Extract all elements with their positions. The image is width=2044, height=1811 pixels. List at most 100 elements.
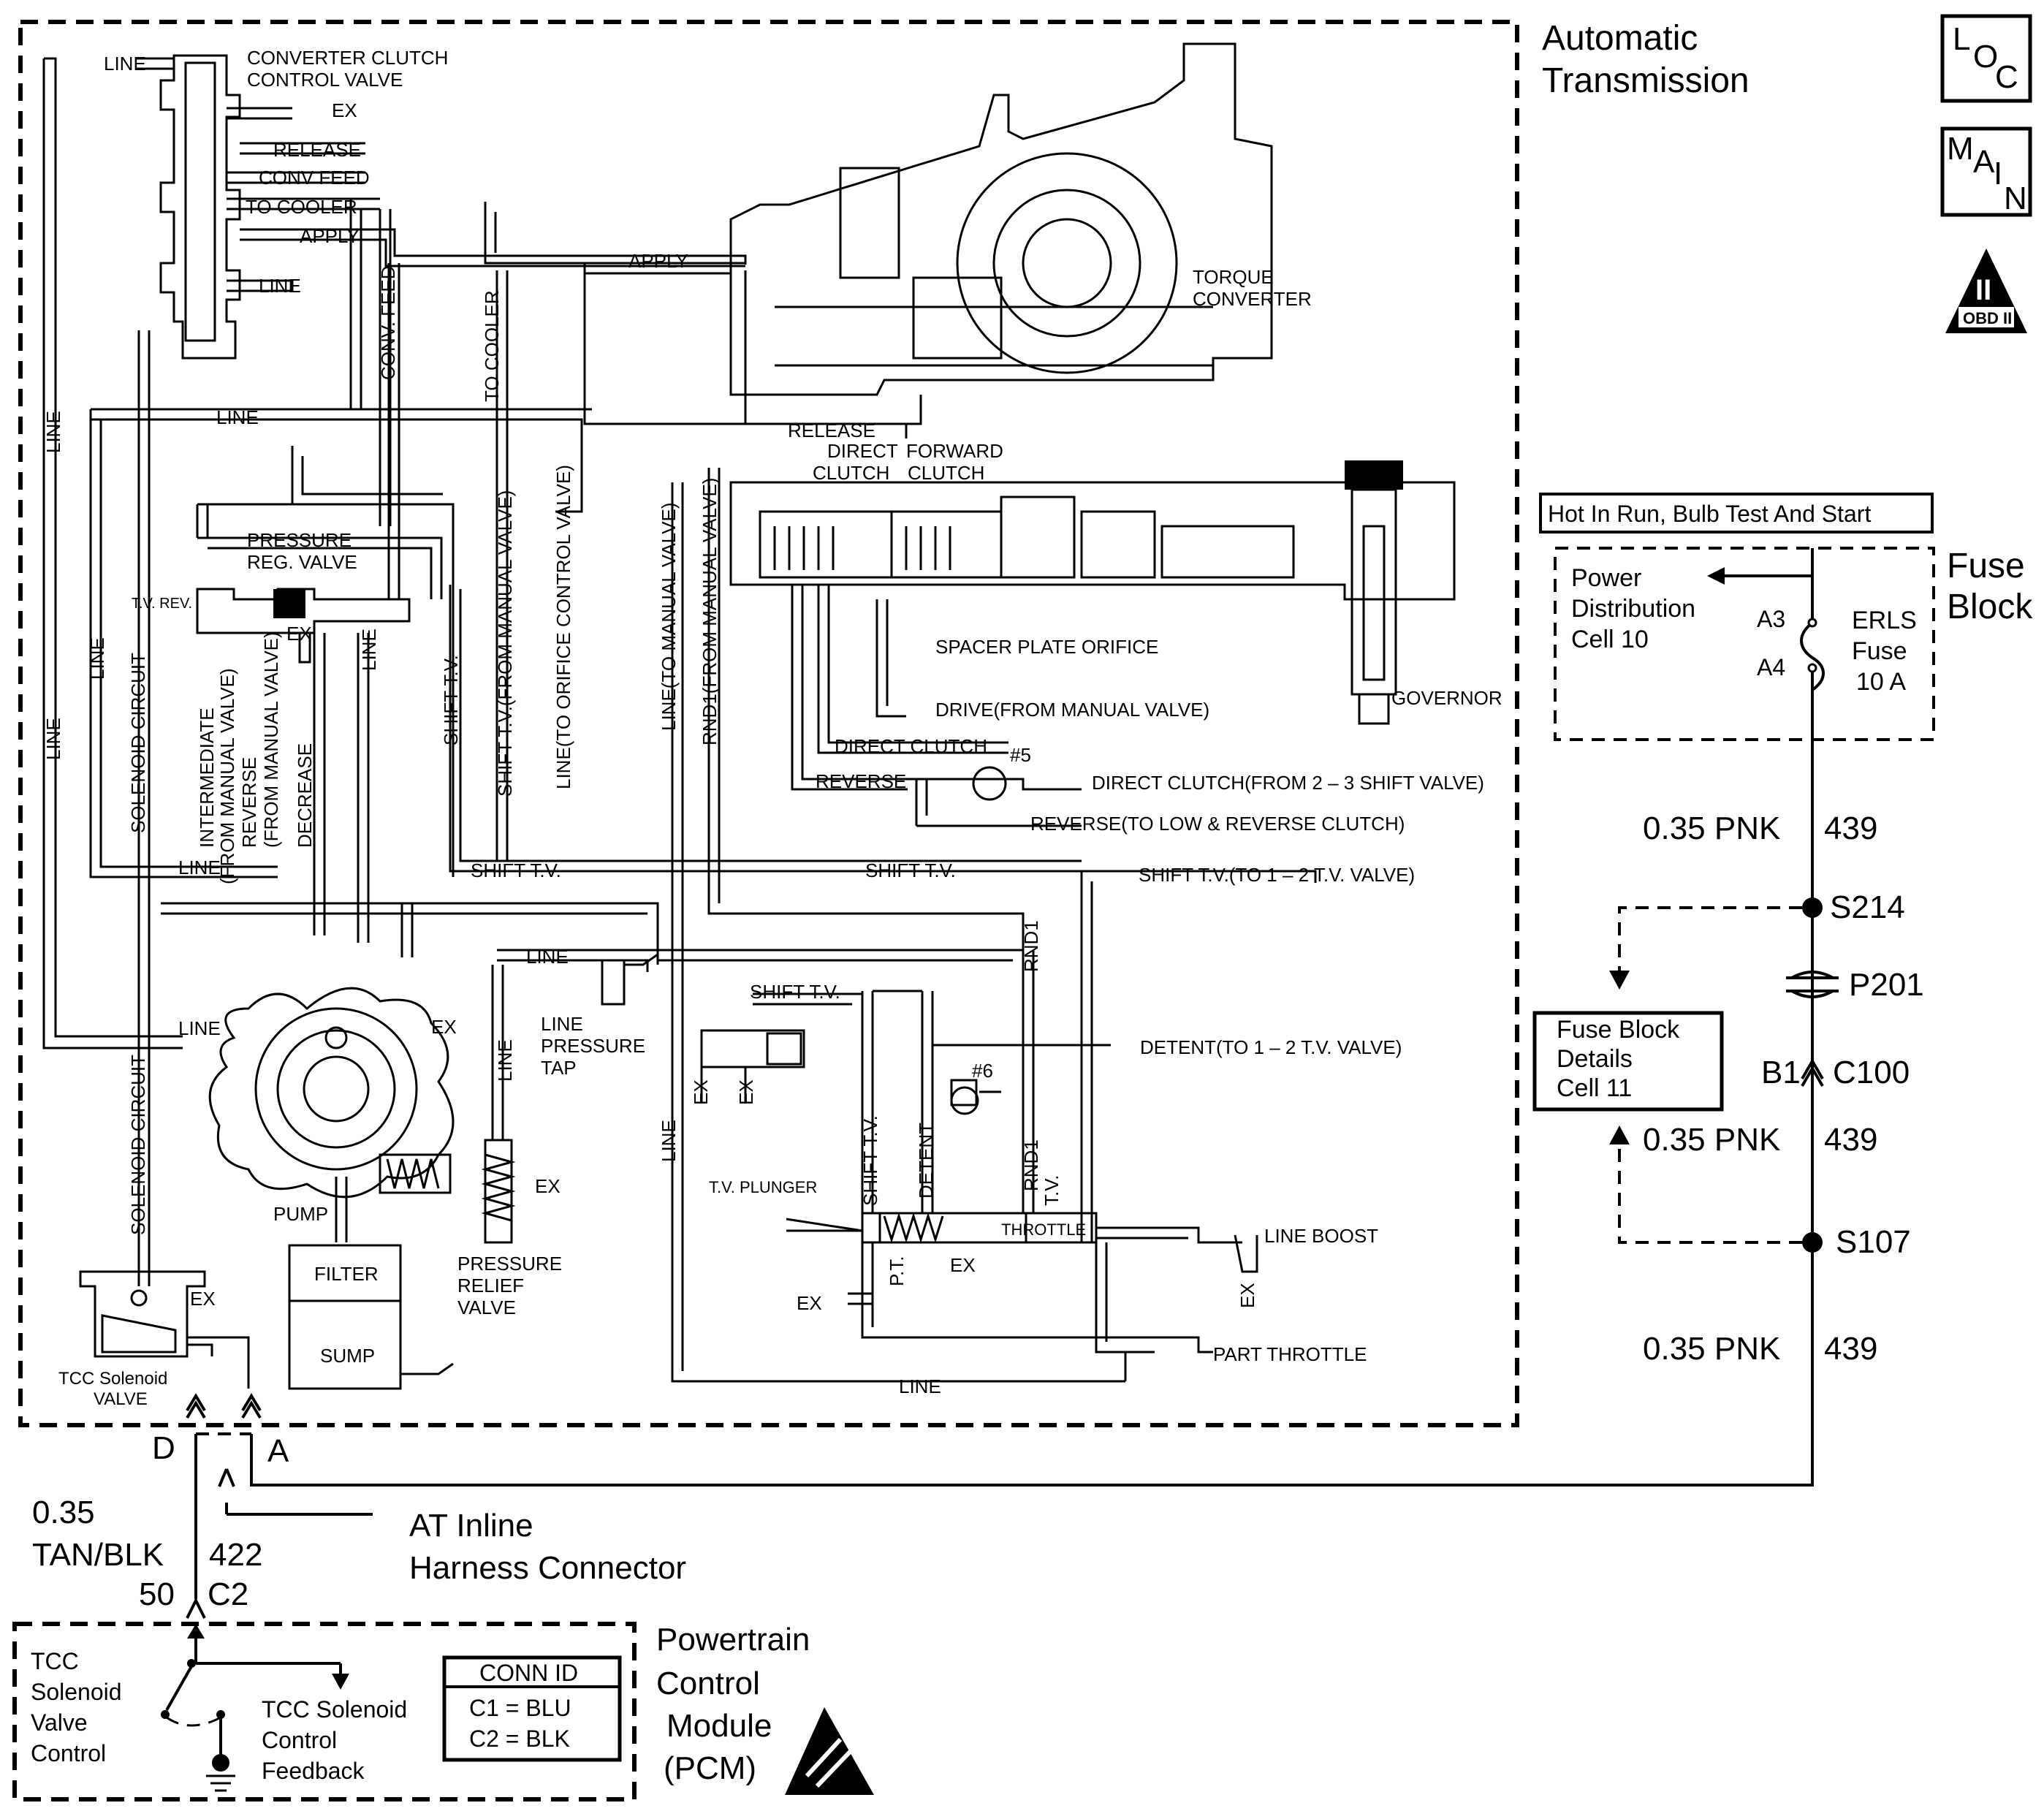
splice-s214-label: S214 xyxy=(1830,889,1905,925)
tcc-solenoid-1: TCC Solenoid xyxy=(58,1369,167,1389)
transmission-boundary xyxy=(18,20,1519,1427)
shift-tv-small: SHIFT T.V. xyxy=(750,981,840,1003)
throttle: THROTTLE xyxy=(1001,1220,1086,1239)
pin-c2: C2 xyxy=(208,1576,248,1612)
check5: #5 xyxy=(1010,744,1031,766)
line-h2: LINE xyxy=(178,857,221,878)
wire-1: 0.35 PNK xyxy=(1643,810,1780,846)
filter: FILTER xyxy=(314,1263,379,1285)
svg-text:OBD II: OBD II xyxy=(1963,309,2012,327)
apply: APPLY xyxy=(300,225,360,247)
torque-conv-1: TORQUE xyxy=(1193,266,1274,288)
circuit-3: 439 xyxy=(1824,1331,1877,1367)
drive: DRIVE(FROM MANUAL VALVE) xyxy=(935,699,1209,721)
transmission-title-2: Transmission xyxy=(1542,61,1749,100)
hydraulic-labels: CONVERTER CLUTCH CONTROL VALVE LINE EX R… xyxy=(42,47,1502,1409)
ground-icon xyxy=(206,1774,235,1792)
wire-color: TAN/BLK xyxy=(32,1537,164,1573)
ex-boost: EX xyxy=(1236,1283,1258,1308)
line-manual: LINE(TO MANUAL VALVE) xyxy=(658,502,680,731)
tcc-solenoid-2: VALVE xyxy=(94,1389,148,1409)
pressure-reg-1: PRESSURE xyxy=(247,529,352,551)
circuit-2: 439 xyxy=(1824,1122,1877,1158)
svg-text:N: N xyxy=(2004,181,2027,216)
wire-size: 0.35 xyxy=(32,1495,95,1530)
pcm-title-1: Powertrain xyxy=(656,1622,810,1658)
part-throttle: PART THROTTLE xyxy=(1213,1343,1367,1365)
main-badge[interactable]: M A I N xyxy=(1940,126,2032,217)
governor: GOVERNOR xyxy=(1391,687,1502,709)
rnd1-vert: RND1 xyxy=(1020,920,1042,972)
tcc-feedback-1: TCC Solenoid xyxy=(262,1696,407,1723)
fuse-name-3: 10 A xyxy=(1856,668,1906,696)
line-pressure-tap-1: LINE xyxy=(541,1013,583,1035)
splice-s214 xyxy=(1802,897,1823,918)
line-top: LINE xyxy=(104,53,146,75)
conv-feed-vert: CONV. FEED xyxy=(377,265,399,380)
wire-3: 0.35 PNK xyxy=(1643,1331,1780,1367)
tv-v: T.V. xyxy=(1041,1175,1063,1206)
decrease: DECREASE xyxy=(294,743,316,848)
line-left-vert3: LINE xyxy=(42,718,64,760)
ex-d: EX xyxy=(797,1292,822,1314)
pin-50: 50 xyxy=(139,1576,175,1612)
tcc-feedback-3: Feedback xyxy=(262,1758,365,1784)
pcm-title-3: Module xyxy=(666,1708,772,1744)
shift-tv-vert: SHIFT T.V. xyxy=(440,655,462,745)
svg-text:O: O xyxy=(1973,39,1998,75)
line-pressure-tap-2: PRESSURE xyxy=(541,1035,645,1057)
tcc-feedback-2: Control xyxy=(262,1727,337,1753)
forward-clutch-1: FORWARD xyxy=(906,440,1003,462)
line-h3: LINE xyxy=(526,946,569,968)
power-distribution-2: Distribution xyxy=(1571,595,1695,623)
conn-id-c2: C2 = BLK xyxy=(469,1725,570,1752)
solenoid-circuit: SOLENOID CIRCUIT xyxy=(127,653,149,833)
to-cooler: TO COOLER xyxy=(246,196,357,218)
inline-conn-2: Harness Connector xyxy=(409,1550,686,1586)
ex-pump: EX xyxy=(431,1016,457,1038)
pin-a3: A3 xyxy=(1757,606,1785,632)
line-bottom: LINE xyxy=(899,1375,941,1397)
direct-clutch-lbl: DIRECT CLUTCH xyxy=(835,735,987,757)
pt: P.T. xyxy=(886,1256,908,1286)
direct-from-23: DIRECT CLUTCH(FROM 2 – 3 SHIFT VALVE) xyxy=(1092,772,1484,794)
ex-relief: EX xyxy=(535,1175,561,1197)
detent-v: DETENT xyxy=(915,1123,937,1199)
intermediate-3: REVERSE xyxy=(238,757,260,848)
fuse-details-2: Details xyxy=(1557,1045,1633,1073)
direct-clutch-2: CLUTCH xyxy=(813,462,889,484)
line-reg: LINE xyxy=(358,629,380,671)
line-left-vert: LINE xyxy=(42,411,64,453)
pressure-relief-2: RELIEF xyxy=(457,1275,524,1296)
torque-conv-2: CONVERTER xyxy=(1193,288,1312,310)
pin-d: D xyxy=(152,1430,175,1466)
loc-badge[interactable]: L O C xyxy=(1940,14,2032,103)
spacer-plate: SPACER PLATE ORIFICE xyxy=(935,636,1158,658)
fuse-details-box[interactable] xyxy=(1532,1011,1724,1112)
connector-c100 xyxy=(1801,1058,1824,1087)
svg-text:C: C xyxy=(1995,59,2018,95)
detent-12: DETENT(TO 1 – 2 T.V. VALVE) xyxy=(1140,1036,1402,1058)
check6: #6 xyxy=(972,1060,993,1082)
reverse-to-low: REVERSE(TO LOW & REVERSE CLUTCH) xyxy=(1030,813,1405,835)
fuse-details-3: Cell 11 xyxy=(1557,1074,1632,1102)
power-label: Hot In Run, Bulb Test And Start xyxy=(1548,501,1871,527)
forward-clutch-2: CLUTCH xyxy=(908,462,984,484)
fuse-block-title-2: Block xyxy=(1947,588,2033,626)
line-orifice: LINE(TO ORIFICE CONTROL VALVE) xyxy=(552,465,574,789)
svg-text:L: L xyxy=(1953,21,1970,57)
svg-text:I: I xyxy=(1994,156,2002,191)
tcc-control-4: Control xyxy=(31,1740,106,1766)
conn-c100: C100 xyxy=(1833,1055,1910,1090)
transmission-title-1: Automatic xyxy=(1542,19,1698,58)
intermediate-4: (FROM MANUAL VALVE) xyxy=(260,631,282,848)
line-relief: LINE xyxy=(494,1039,516,1082)
pin-a: A xyxy=(267,1433,289,1469)
pcm-title-2: Control xyxy=(656,1666,760,1701)
line-h4: LINE xyxy=(178,1017,221,1039)
shift-tv-manual: SHIFT T.V.(FROM MANUAL VALVE) xyxy=(494,490,516,797)
release-bottom: RELEASE xyxy=(788,419,875,441)
connector-p201-label: P201 xyxy=(1849,967,1924,1003)
pressure-reg-2: REG. VALVE xyxy=(247,551,357,573)
